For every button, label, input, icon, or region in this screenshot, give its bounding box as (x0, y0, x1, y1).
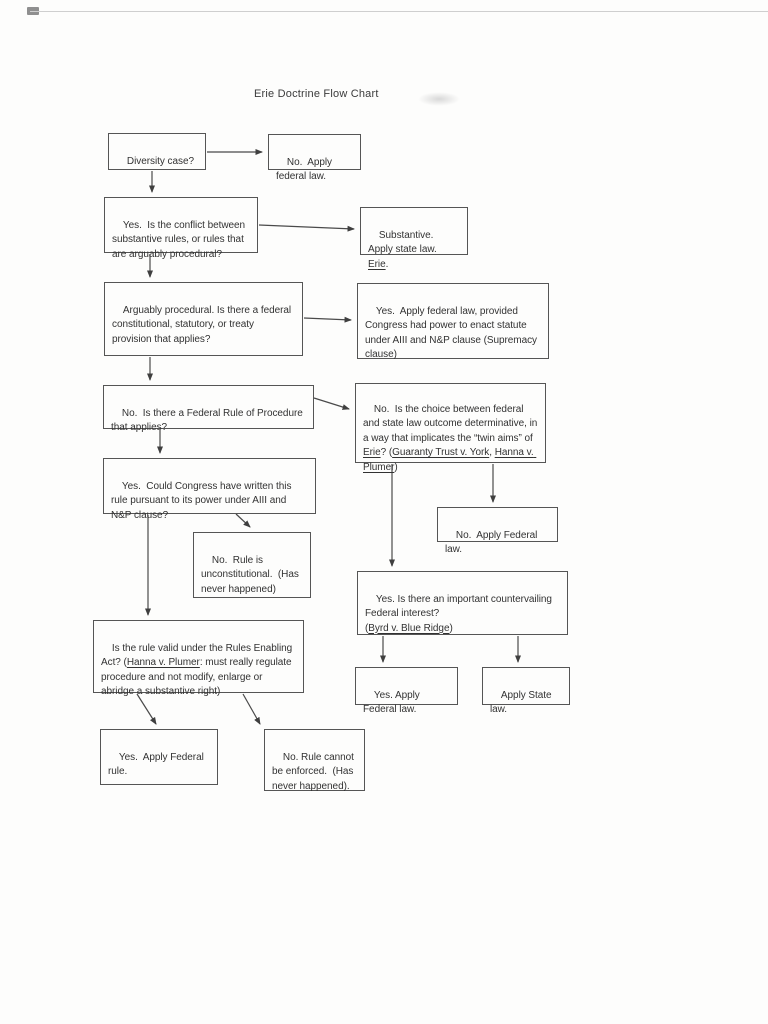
case-cite-erie: Erie (363, 447, 381, 458)
scan-artifact-line (30, 11, 768, 12)
node-text: Apply State law. (490, 689, 555, 716)
node-text: Is the rule valid under the Rules Enabli… (101, 642, 295, 669)
node-no-apply-federal-law: No. Apply federal law. (268, 134, 361, 182)
node-text: Diversity case? (126, 155, 194, 167)
node-text: Yes. Is the conflict between substantive… (112, 219, 248, 260)
node-text: No. Rule is unconstitutional. (Has never… (201, 554, 302, 595)
node-text: No. Is the choice between federal and st… (363, 403, 540, 444)
node-text: Substantive. Apply state law. (368, 229, 443, 256)
node-text: , (489, 447, 495, 458)
node-rule-cannot-be-enforced: No. Rule cannot be enforced. (Has never … (264, 729, 365, 792)
node-rule-unconstitutional: No. Rule is unconstitutional. (Has never… (193, 532, 311, 598)
node-rules-enabling-act: Is the rule valid under the Rules Enabli… (93, 620, 304, 697)
arrow-frcp-to-twin-aims (313, 397, 350, 410)
arrow-conflict-to-substantive (258, 224, 355, 232)
node-yes-apply-federal-law: Yes. Apply Federal law. (355, 667, 458, 715)
node-text: : must really regulate procedure and not… (101, 657, 295, 697)
node-arguably-procedural-federal-provision: Arguably procedural. Is there a federal … (104, 282, 303, 356)
node-diversity-case: Diversity case? (108, 133, 206, 170)
node-text: Yes. Apply Federal law. (363, 689, 423, 716)
arrow-congress-to-unconstitutional (235, 513, 251, 528)
node-conflict-substantive-or-procedural: Yes. Is the conflict between substantive… (104, 197, 258, 260)
case-cite-byrd-v-blue-ridge: Byrd v. Blue Ridge (368, 622, 450, 634)
node-text: Yes. Apply Federal rule. (108, 751, 207, 778)
node-text: No. Apply Federal law. (445, 529, 541, 556)
arrow-procedural-to-statute (303, 316, 352, 323)
node-text: Yes. Apply federal law, provided Congres… (365, 305, 540, 361)
node-no-apply-federal-law-outcome: No. Apply Federal law. (437, 507, 558, 555)
node-text: . (385, 258, 389, 270)
flowchart-title: Erie Doctrine Flow Chart (254, 88, 379, 100)
node-substantive-apply-state-law: Substantive. Apply state law. Erie. (360, 207, 468, 270)
node-federal-rule-of-procedure: No. Is there a Federal Rule of Procedure… (103, 385, 314, 433)
node-text: No. Rule cannot be enforced. (Has never … (272, 751, 357, 792)
node-outcome-determinative-twin-aims: No. Is the choice between federal and st… (355, 383, 546, 473)
node-apply-state-law: Apply State law. (482, 667, 570, 715)
node-text: ? ( (380, 447, 393, 458)
case-cite-erie: Erie (368, 258, 386, 270)
node-text: ) (394, 461, 398, 473)
case-cite-hanna-v-plumer: Hanna v. Plumer (363, 447, 537, 473)
node-text: Yes. Is there an important countervailin… (365, 593, 555, 620)
node-text: No. Apply federal law. (276, 156, 335, 183)
node-text: Arguably procedural. Is there a federal … (112, 304, 294, 345)
node-text: No. Is there a Federal Rule of Procedure… (111, 407, 306, 434)
node-apply-federal-law-statute: Yes. Apply federal law, provided Congres… (357, 283, 549, 361)
node-text: ( (365, 622, 369, 634)
node-yes-apply-federal-rule: Yes. Apply Federal rule. (100, 729, 218, 785)
case-cite-hanna-v-plumer: Hanna v. Plumer (126, 657, 200, 668)
arrow-rules-enabling-to-not-enforced (242, 693, 261, 725)
node-countervailing-federal-interest: Yes. Is there an important countervailin… (357, 571, 568, 635)
case-cite-guaranty-trust: Guaranty Trust v. York (392, 447, 490, 458)
scan-artifact-smudge (418, 92, 460, 106)
node-congress-power-aiii-np: Yes. Could Congress have written this ru… (103, 458, 316, 521)
node-text: Yes. Could Congress have written this ru… (111, 480, 295, 521)
node-text: ) (449, 622, 453, 634)
